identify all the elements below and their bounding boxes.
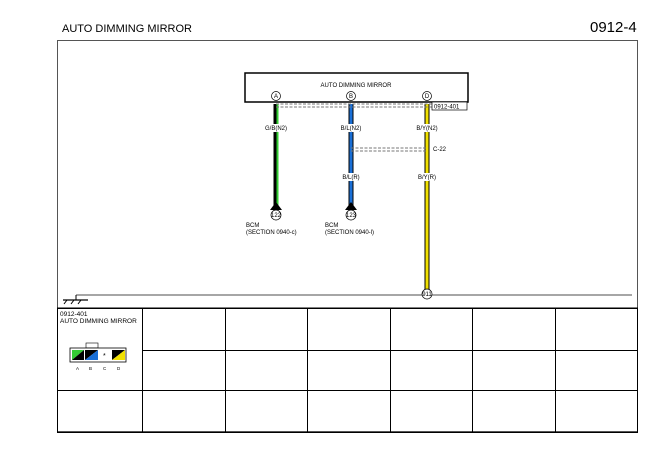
empty-cell — [389, 390, 473, 433]
connector-table: 0912-401 AUTO DIMMING MIRROR * A B C D — [57, 308, 638, 433]
svg-text:D: D — [117, 366, 121, 371]
empty-cell — [307, 308, 391, 351]
empty-cell — [307, 350, 391, 391]
connector-face-icon: * A B C D — [69, 342, 127, 371]
empty-cell — [472, 350, 556, 391]
terminal-a: 122 — [271, 213, 282, 219]
dest-b: BCM — [325, 223, 338, 229]
empty-cell — [57, 390, 143, 433]
empty-cell — [389, 350, 473, 391]
empty-cell — [142, 390, 226, 433]
svg-text:D: D — [425, 94, 430, 100]
empty-cell — [389, 308, 473, 351]
connector-tag — [431, 101, 468, 111]
terminal-a-arrow — [270, 202, 282, 210]
svg-text:A: A — [76, 366, 79, 371]
empty-cell — [224, 390, 308, 433]
empty-cell — [472, 308, 556, 351]
svg-text:*: * — [103, 353, 106, 360]
wire-a-label: G/B(N2) — [265, 126, 287, 132]
component-box — [244, 72, 469, 103]
empty-cell — [554, 350, 638, 391]
terminal-d: 911 — [422, 292, 432, 298]
wire-b-label: B/L(N2) — [341, 126, 362, 132]
dest-a: BCM — [246, 223, 259, 229]
empty-cell — [554, 390, 638, 433]
connector-cell: 0912-401 AUTO DIMMING MIRROR * A B C D — [57, 308, 143, 391]
terminal-b-arrow — [345, 202, 357, 210]
splice-label: C-22 — [433, 147, 447, 153]
svg-text:A: A — [274, 94, 278, 100]
component-label: AUTO DIMMING MIRROR — [321, 83, 393, 89]
pin-b: B — [346, 91, 356, 101]
empty-cell — [224, 308, 308, 351]
connector-code: 0912-401 — [60, 311, 88, 318]
wire-b-lower-label: B/L(R) — [342, 175, 359, 181]
empty-cell — [554, 308, 638, 351]
connector-name: AUTO DIMMING MIRROR — [60, 318, 137, 325]
pin-a: A — [271, 91, 281, 101]
svg-text:B: B — [349, 94, 353, 100]
section-b: (SECTION 0940-l) — [325, 230, 374, 236]
svg-text:0912-401: 0912-401 — [434, 105, 460, 111]
page-number: 0912-4 — [590, 19, 637, 36]
svg-text:B: B — [89, 366, 92, 371]
wire-d-lower-label: B/Y(R) — [418, 175, 436, 181]
svg-text:C: C — [103, 366, 107, 371]
empty-cell — [142, 350, 226, 391]
empty-cell — [224, 350, 308, 391]
empty-cell — [472, 390, 556, 433]
empty-cell — [142, 308, 226, 351]
pin-d: D — [422, 91, 432, 101]
section-a: (SECTION 0940-c) — [246, 230, 297, 236]
empty-cell — [307, 390, 391, 433]
terminal-b: 123 — [346, 213, 357, 219]
wire-d-label: B/Y(N2) — [416, 126, 437, 132]
page-title: AUTO DIMMING MIRROR — [62, 23, 192, 35]
